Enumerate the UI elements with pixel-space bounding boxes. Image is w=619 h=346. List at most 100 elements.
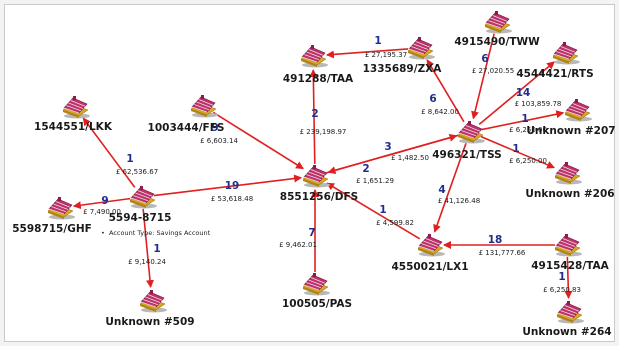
edge-496321-to-4550021[interactable] bbox=[433, 143, 467, 233]
edge-count-label: 14 bbox=[516, 87, 531, 99]
node-8551256[interactable]: 8551256/DFS bbox=[280, 165, 358, 203]
edge-amount-label: £ 53,618.48 bbox=[211, 195, 253, 203]
edge-count-label: 1 bbox=[558, 271, 565, 283]
edge-count-label: 6 bbox=[481, 53, 488, 65]
node-1544551[interactable]: 1544551/LKK bbox=[34, 96, 113, 133]
edge-5594-to-8551256[interactable] bbox=[153, 174, 303, 197]
edge-4550021-to-8551256[interactable] bbox=[326, 182, 421, 240]
house-icon[interactable] bbox=[129, 186, 157, 209]
edge-amount-label: £ 6,250.83 bbox=[543, 286, 581, 294]
node-label: 5594-8715 bbox=[109, 212, 172, 224]
edge-4915490-to-496321[interactable] bbox=[471, 33, 495, 120]
edge-amount-label: £ 27,020.55 bbox=[472, 67, 514, 75]
edge-amount-label: £ 1,651.29 bbox=[356, 177, 394, 185]
node-label: Unknown #509 bbox=[105, 316, 194, 328]
house-icon[interactable] bbox=[552, 42, 580, 65]
edge-count-label: 4 bbox=[438, 184, 445, 196]
tooltip-bullet: • bbox=[101, 229, 105, 237]
edge-count-label: 6 bbox=[429, 93, 436, 105]
node-label: 496321/TSS bbox=[432, 149, 502, 161]
node-1003444[interactable]: 1003444/FFS bbox=[148, 95, 225, 134]
house-icon[interactable] bbox=[407, 37, 435, 60]
house-icon[interactable] bbox=[62, 96, 90, 119]
edge-amount-label: £ 7,490.00 bbox=[83, 208, 121, 216]
house-icon[interactable] bbox=[556, 301, 584, 324]
node-label: 491288/TAA bbox=[283, 73, 354, 85]
edge-count-label: 1 bbox=[153, 243, 160, 255]
node-1335689[interactable]: 1335689/ZXA bbox=[363, 37, 443, 75]
node-4915490[interactable]: 4915490/TWW bbox=[454, 11, 540, 48]
edge-5594-to-1544551[interactable] bbox=[82, 117, 136, 188]
edge-496321-to-1335689[interactable] bbox=[426, 59, 465, 123]
node-label: 4915428/TAA bbox=[531, 260, 609, 272]
node-label: Unknown #207 bbox=[526, 125, 615, 137]
house-icon[interactable] bbox=[554, 234, 582, 257]
house-icon[interactable] bbox=[47, 197, 75, 220]
edge-count-label: 19 bbox=[225, 180, 240, 192]
edge-amount-label: £ 6,603.14 bbox=[200, 137, 238, 145]
house-icon[interactable] bbox=[484, 11, 512, 34]
node-4915428[interactable]: 4915428/TAA bbox=[531, 234, 610, 272]
edge-496321-to-u206[interactable] bbox=[480, 135, 556, 169]
house-icon[interactable] bbox=[302, 273, 330, 296]
edge-4915428-to-u264[interactable] bbox=[564, 256, 573, 300]
node-491288[interactable]: 491288/TAA bbox=[283, 45, 354, 85]
node-u509[interactable]: Unknown #509 bbox=[105, 290, 195, 328]
edge-amount-label: £ 239,198.97 bbox=[300, 128, 347, 136]
edge-1003444-to-8551256[interactable] bbox=[212, 111, 304, 170]
node-label: 4915490/TWW bbox=[454, 36, 540, 48]
edge-count-label: 1 bbox=[521, 113, 528, 125]
house-icon[interactable] bbox=[139, 290, 167, 313]
edge-amount-label: £ 131,777.66 bbox=[479, 249, 526, 257]
house-icon[interactable] bbox=[564, 99, 592, 122]
node-496321[interactable]: 496321/TSS bbox=[432, 121, 502, 161]
edge-count-label: 1 bbox=[379, 204, 386, 216]
edge-count-label: 7 bbox=[308, 227, 315, 239]
edge-496321-to-4544421[interactable] bbox=[478, 61, 556, 125]
edge-496321-to-8551256[interactable] bbox=[327, 134, 459, 175]
node-label: 5598715/GHF bbox=[12, 223, 92, 235]
nodes-layer: 491288/TAA 1335689/ZXA 4915490/TWW4544421/… bbox=[12, 11, 616, 338]
node-label: Unknown #264 bbox=[522, 326, 611, 338]
edge-count-label: 1 bbox=[126, 153, 133, 165]
node-label: 100505/PAS bbox=[282, 298, 352, 310]
node-u207[interactable]: Unknown #207 bbox=[526, 99, 616, 137]
edge-amount-label: £ 4,599.82 bbox=[376, 219, 414, 227]
edge-amount-label: £ 41,126.48 bbox=[438, 197, 480, 205]
edge-count-label: 9 bbox=[101, 195, 108, 207]
edge-amount-label: £ 6,250.00 bbox=[509, 126, 547, 134]
edge-1335689-to-491288[interactable] bbox=[325, 48, 409, 59]
edge-8551256-to-491288[interactable] bbox=[309, 68, 318, 165]
edge-496321-to-u207[interactable] bbox=[481, 110, 565, 131]
node-u264[interactable]: Unknown #264 bbox=[522, 301, 612, 338]
edge-5594-to-5598715[interactable] bbox=[72, 197, 131, 210]
house-icon[interactable] bbox=[300, 45, 328, 68]
node-5594[interactable]: 5594-8715 bbox=[109, 186, 172, 224]
node-label: 1003444/FFS bbox=[148, 122, 225, 134]
edge-amount-label: £ 6,250.00 bbox=[509, 157, 547, 165]
account-tooltip: • Account Type: Savings Account bbox=[101, 229, 211, 237]
node-label: 1335689/ZXA bbox=[363, 63, 443, 75]
edge-amount-label: £ 27,195.37 bbox=[365, 51, 407, 59]
node-label: Unknown #206 bbox=[525, 188, 614, 200]
node-5598715[interactable]: 5598715/GHF bbox=[12, 197, 92, 235]
edge-amount-label: £ 62,536.67 bbox=[116, 168, 158, 176]
edge-amount-label: £ 9,462.01 bbox=[279, 241, 317, 249]
house-icon[interactable] bbox=[417, 234, 445, 257]
node-u206[interactable]: Unknown #206 bbox=[525, 162, 615, 200]
edge-5594-to-u509[interactable] bbox=[142, 208, 154, 289]
node-label: 1544551/LKK bbox=[34, 121, 113, 133]
house-icon[interactable] bbox=[190, 95, 218, 118]
house-icon[interactable] bbox=[302, 165, 330, 188]
node-100505[interactable]: 100505/PAS bbox=[282, 273, 352, 310]
edges-layer: 1£ 27,195.372£ 239,198.976£ 8,642.006£ 2… bbox=[72, 33, 581, 300]
node-4544421[interactable]: 4544421/RTS bbox=[516, 42, 594, 80]
node-4550021[interactable]: 4550021/LX1 bbox=[391, 234, 469, 273]
house-icon[interactable] bbox=[457, 121, 485, 144]
edge-amount-label: £ 8,642.00 bbox=[421, 108, 459, 116]
node-label: 8551256/DFS bbox=[280, 191, 358, 203]
edge-amount-label: £ 9,140.24 bbox=[128, 258, 166, 266]
house-icon[interactable] bbox=[554, 162, 582, 185]
